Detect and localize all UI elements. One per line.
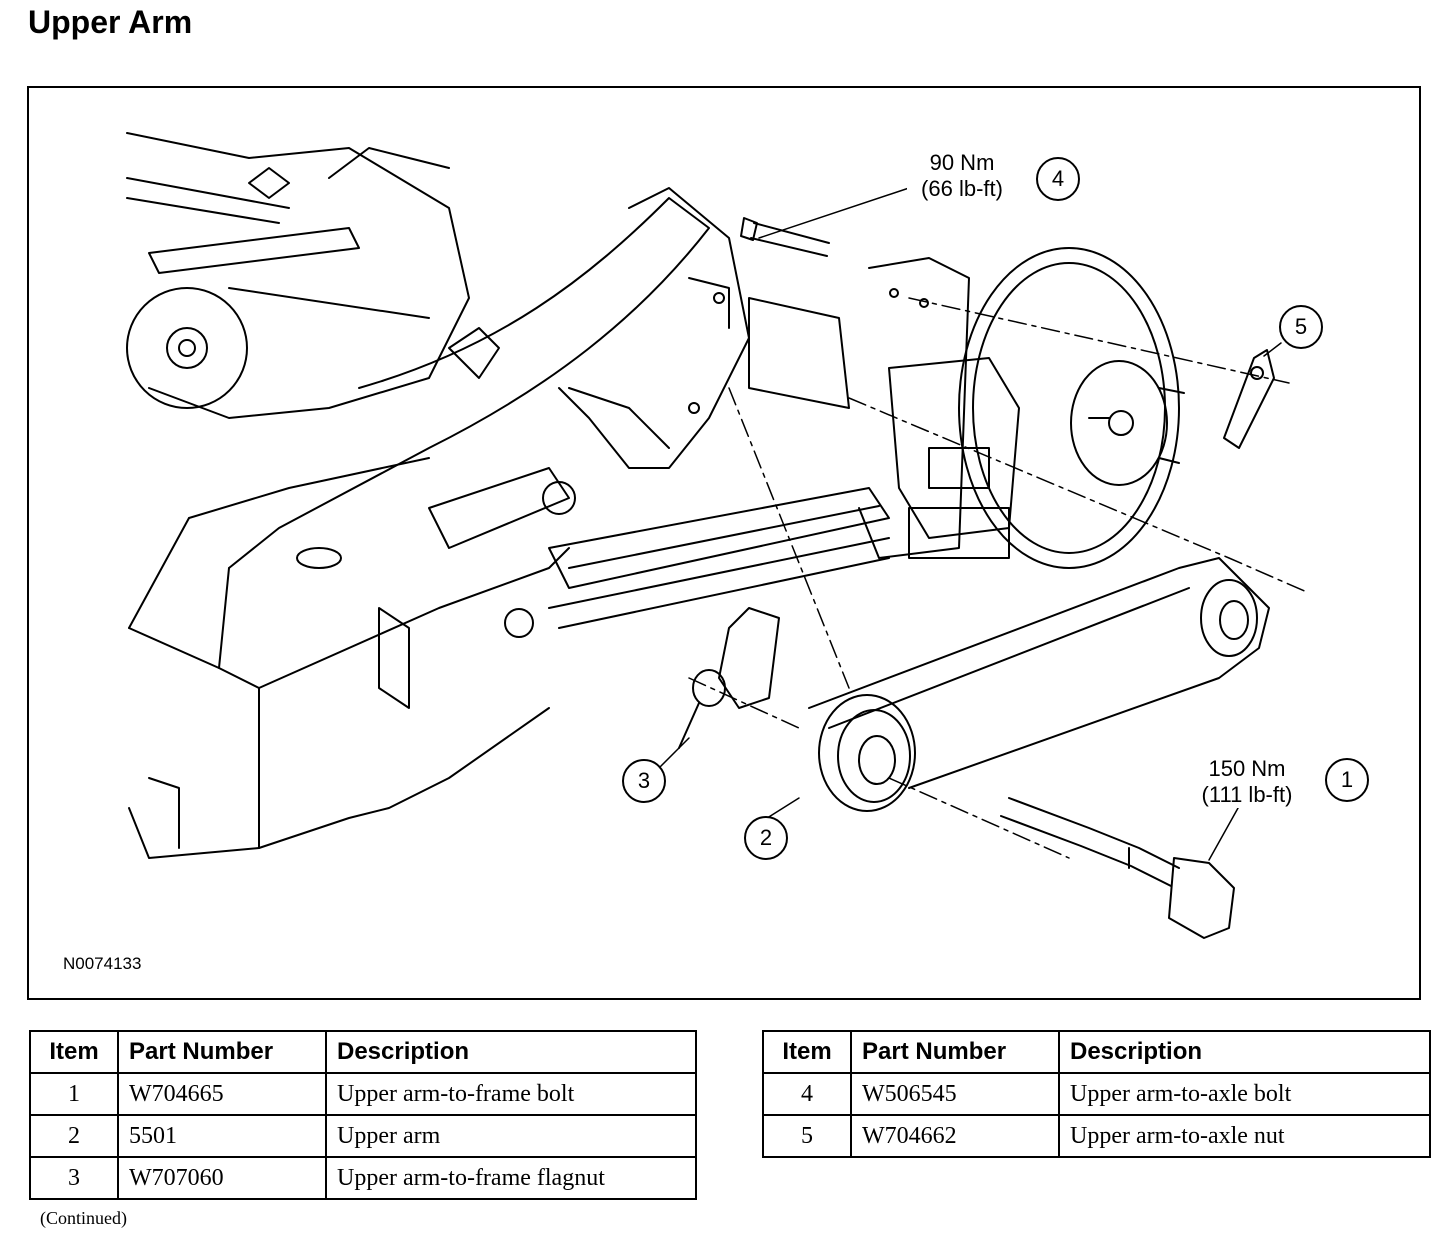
torque-label-item-1: 150 Nm (111 lb-ft) xyxy=(1187,756,1307,808)
header-item: Item xyxy=(29,1030,119,1074)
axle-nut-drawing xyxy=(1223,349,1275,449)
alignment-lines xyxy=(688,297,1310,859)
callout-3: 3 xyxy=(622,759,666,803)
axle-bolt-drawing xyxy=(740,217,830,257)
callout-2: 2 xyxy=(744,816,788,860)
header-description: Description xyxy=(1058,1030,1431,1074)
table-header-row: Item Part Number Description xyxy=(762,1030,1431,1074)
torque-nm-item-4: 90 Nm xyxy=(929,150,995,175)
parts-table-right: Item Part Number Description 4 W506545 U… xyxy=(762,1030,1431,1158)
table-row: 4 W506545 Upper arm-to-axle bolt xyxy=(762,1072,1431,1116)
table-row: 3 W707060 Upper arm-to-frame flagnut xyxy=(29,1156,697,1200)
torque-lbft-item-1: (111 lb-ft) xyxy=(1201,782,1293,807)
page-title: Upper Arm xyxy=(28,4,193,40)
cell-item: 5 xyxy=(762,1114,852,1158)
torque-lbft-item-4: (66 lb-ft) xyxy=(921,176,1003,201)
upper-bracket-plate xyxy=(558,187,750,469)
header-description: Description xyxy=(325,1030,697,1074)
table-row: 2 5501 Upper arm xyxy=(29,1114,697,1158)
torque-nm-item-1: 150 Nm xyxy=(1208,756,1286,781)
cell-part-number: W704662 xyxy=(850,1114,1060,1158)
table-row: 5 W704662 Upper arm-to-axle nut xyxy=(762,1114,1431,1158)
table-header-row: Item Part Number Description xyxy=(29,1030,697,1074)
cell-item: 1 xyxy=(29,1072,119,1116)
frame-bolt-drawing xyxy=(1000,797,1235,939)
header-part-number: Part Number xyxy=(117,1030,327,1074)
cell-item: 3 xyxy=(29,1156,119,1200)
header-part-number: Part Number xyxy=(850,1030,1060,1074)
background-hub-assembly xyxy=(126,132,500,419)
parts-table-left: Item Part Number Description 1 W704665 U… xyxy=(29,1030,697,1200)
continued-note: (Continued) xyxy=(40,1208,127,1228)
frame-rail xyxy=(128,197,710,859)
table-row: 1 W704665 Upper arm-to-frame bolt xyxy=(29,1072,697,1116)
callout-4: 4 xyxy=(1036,157,1080,201)
cell-description: Upper arm-to-axle bolt xyxy=(1058,1072,1431,1116)
cell-description: Upper arm-to-frame bolt xyxy=(325,1072,697,1116)
cell-description: Upper arm xyxy=(325,1114,697,1158)
flagnut-drawing xyxy=(678,607,780,749)
cell-part-number: W704665 xyxy=(117,1072,327,1116)
cell-part-number: W707060 xyxy=(117,1156,327,1200)
cell-part-number: 5501 xyxy=(117,1114,327,1158)
cell-part-number: W506545 xyxy=(850,1072,1060,1116)
lower-control-bar xyxy=(548,487,890,629)
cell-item: 2 xyxy=(29,1114,119,1158)
callout-5: 5 xyxy=(1279,305,1323,349)
cell-item: 4 xyxy=(762,1072,852,1116)
upper-arm-drawing xyxy=(808,557,1270,812)
torque-label-item-4: 90 Nm (66 lb-ft) xyxy=(907,150,1017,202)
callout-1: 1 xyxy=(1325,758,1369,802)
axle-and-brake-assembly xyxy=(748,247,1185,569)
cell-description: Upper arm-to-axle nut xyxy=(1058,1114,1431,1158)
suspension-line-drawing xyxy=(126,132,1310,939)
figure-id: N0074133 xyxy=(63,954,142,973)
cell-description: Upper arm-to-frame flagnut xyxy=(325,1156,697,1200)
exploded-view-figure: N0074133 150 Nm (111 lb-ft) 1 2 3 90 Nm … xyxy=(27,86,1421,1000)
header-item: Item xyxy=(762,1030,852,1074)
